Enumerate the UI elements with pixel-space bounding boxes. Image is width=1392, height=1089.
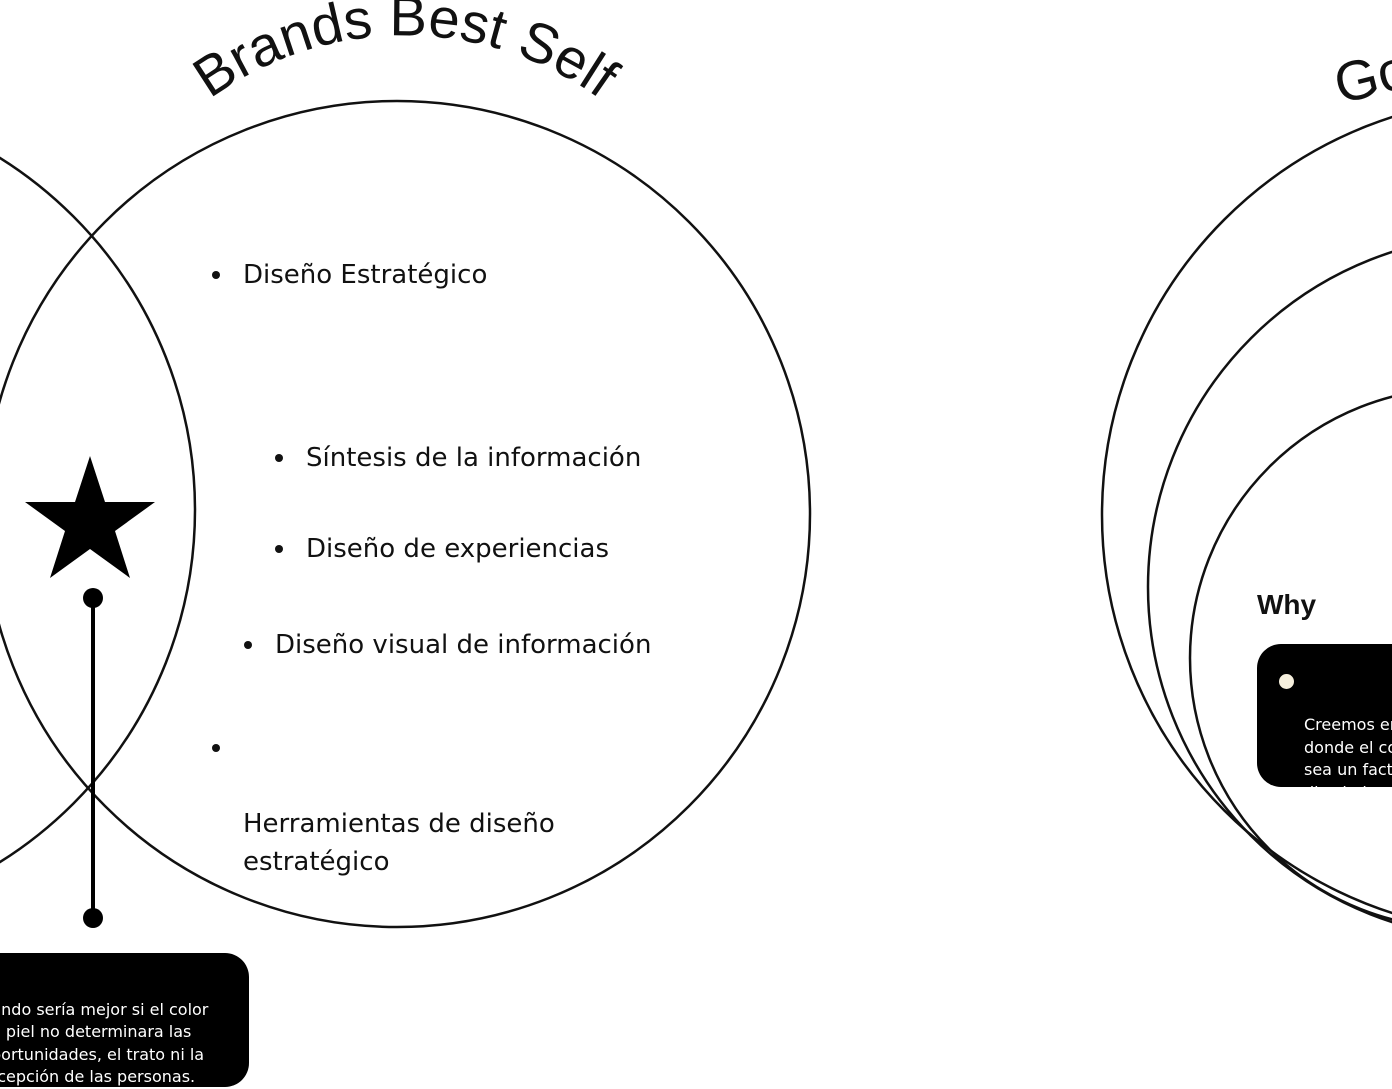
note-text: undo sería mejor si el color e piel no d… <box>0 999 209 1087</box>
list-item: Diseño Estratégico <box>212 256 488 294</box>
list-item: Síntesis de la información <box>275 439 642 477</box>
list-item: Diseño visual de información <box>244 626 652 664</box>
list-item-text: Diseño de experiencias <box>306 534 610 564</box>
venn-circle-main <box>0 99 812 929</box>
bullet-dot <box>275 454 283 462</box>
list-item: Herramientas de diseño estratégico <box>212 729 555 881</box>
pin-top-dot <box>83 588 103 608</box>
bullet-dot <box>1279 674 1294 689</box>
bullet-dot <box>275 545 283 553</box>
pin-bottom-dot <box>83 908 103 928</box>
golden-circle-outer <box>1100 115 1392 915</box>
note-card-left: undo sería mejor si el color e piel no d… <box>0 953 249 1087</box>
why-text: Creemos en donde el co sea un fact discr… <box>1304 715 1392 787</box>
list-item: Diseño de experiencias <box>275 530 610 568</box>
why-label: Why <box>1257 589 1317 620</box>
star-icon <box>25 456 155 578</box>
golden-circle-middle <box>1146 250 1392 924</box>
bullet-dot <box>244 641 252 649</box>
golden-circle-inner <box>1188 395 1392 921</box>
list-item-text: Herramientas de diseño estratégico <box>243 809 555 877</box>
list-item-text: Diseño visual de información <box>275 630 652 660</box>
venn-circle-left <box>0 156 197 864</box>
list-item-text: Diseño Estratégico <box>243 260 488 290</box>
bullet-dot <box>212 744 220 752</box>
arc-title: Brands Best Self <box>182 0 630 109</box>
why-card: Creemos en donde el co sea un fact discr… <box>1257 644 1392 787</box>
list-item-text: Síntesis de la información <box>306 443 642 473</box>
bullet-dot <box>212 271 220 279</box>
right-arc-title: Go <box>1328 36 1392 115</box>
